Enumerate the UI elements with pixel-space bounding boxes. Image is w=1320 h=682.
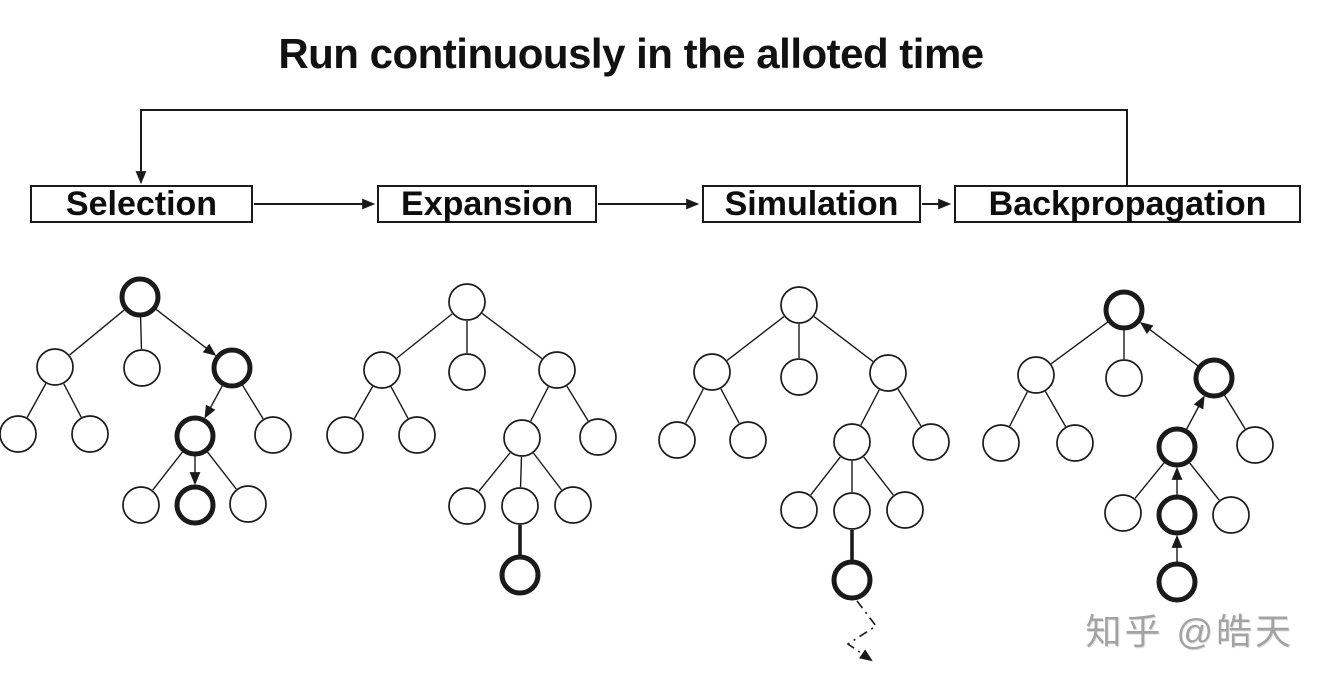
tree-node-c1b bbox=[833, 492, 871, 530]
step-label-expansion: Expansion bbox=[401, 185, 573, 223]
tree-simulation bbox=[658, 286, 950, 662]
step-box-simulation: Simulation bbox=[702, 185, 921, 223]
tree-edge-a-a2 bbox=[63, 383, 82, 418]
tree-edge-c-c2 bbox=[897, 388, 922, 427]
tree-node-c1 bbox=[503, 419, 541, 457]
tree-node-b bbox=[123, 349, 161, 387]
tree-node-c1a bbox=[780, 491, 818, 529]
tree-node-a bbox=[1017, 356, 1055, 394]
tree-node-root bbox=[448, 283, 486, 321]
tree-edge-c1-c1a bbox=[810, 456, 841, 496]
tree-edge-a-a1 bbox=[26, 383, 47, 418]
step-label-backpropagation: Backpropagation bbox=[988, 185, 1267, 223]
step-label-selection: Selection bbox=[65, 185, 218, 223]
tree-node-c1 bbox=[833, 423, 871, 461]
tree-node-a1 bbox=[0, 415, 37, 453]
tree-node-b bbox=[780, 358, 818, 396]
step-box-backpropagation: Backpropagation bbox=[954, 185, 1301, 223]
tree-node-c1a bbox=[122, 486, 160, 524]
tree-edge-root-c bbox=[481, 312, 543, 360]
tree-node-c1-highlighted bbox=[174, 415, 216, 457]
tree-edge-c-c1 bbox=[860, 389, 880, 426]
tree-edge-c1-c1c bbox=[863, 456, 894, 496]
tree-node-a2 bbox=[1056, 424, 1094, 462]
tree-node-c1c bbox=[554, 486, 592, 524]
tree-node-c1a bbox=[1104, 494, 1142, 532]
tree-edge-root-c bbox=[154, 308, 217, 356]
tree-edge-c1-c1c bbox=[206, 450, 237, 490]
tree-edge-root-c bbox=[813, 315, 874, 363]
diagram-title: Run continuously in the alloted time bbox=[278, 30, 984, 77]
tree-node-a2 bbox=[71, 415, 109, 453]
tree-expansion bbox=[326, 283, 617, 596]
tree-node-c-highlighted bbox=[211, 347, 253, 389]
tree-edge-a-a1 bbox=[353, 386, 374, 419]
tree-node-c1-highlighted bbox=[1156, 426, 1198, 468]
tree-edge-c-c2 bbox=[241, 383, 264, 420]
tree-node-a bbox=[36, 348, 74, 386]
tree-node-c1b-highlighted bbox=[1156, 494, 1198, 536]
tree-node-c2 bbox=[1236, 426, 1274, 464]
step-box-expansion: Expansion bbox=[377, 185, 597, 223]
tree-node-a2 bbox=[729, 421, 767, 459]
tree-node-c1c bbox=[886, 491, 924, 529]
tree-node-d-highlighted bbox=[1156, 561, 1198, 603]
tree-edge-root-a bbox=[1050, 320, 1110, 365]
tree-node-b bbox=[448, 353, 486, 391]
tree-node-c bbox=[538, 351, 576, 389]
tree-node-d-highlighted bbox=[831, 559, 873, 601]
tree-edge-root-a bbox=[69, 308, 126, 356]
tree-node-a bbox=[693, 353, 731, 391]
tree-edge-c1-c1c bbox=[532, 452, 563, 491]
tree-node-c2 bbox=[254, 416, 292, 454]
tree-node-d-highlighted bbox=[499, 554, 541, 596]
connector-loop-back-to-selection bbox=[135, 109, 1128, 185]
tree-backpropagation bbox=[982, 289, 1274, 603]
tree-selection bbox=[0, 276, 292, 526]
tree-edge-c1-c1a bbox=[152, 450, 184, 491]
tree-node-c1c bbox=[1212, 496, 1250, 534]
tree-edge-a-a2 bbox=[390, 386, 409, 419]
tree-node-c1b-highlighted bbox=[174, 484, 216, 526]
tree-edge-c1-c1a bbox=[1134, 461, 1166, 499]
tree-edge-c-c1 bbox=[204, 384, 224, 419]
tree-node-root-highlighted bbox=[1103, 289, 1145, 331]
tree-node-a2 bbox=[398, 416, 436, 454]
tree-edge-root-a bbox=[396, 313, 453, 359]
tree-edge-a-a2 bbox=[720, 388, 740, 424]
tree-edge-c-c2 bbox=[1223, 393, 1246, 430]
tree-node-a bbox=[363, 351, 401, 389]
tree-node-c1a bbox=[448, 487, 486, 525]
tree-node-c1c bbox=[229, 485, 267, 523]
tree-node-a1 bbox=[658, 421, 696, 459]
tree-node-root-highlighted bbox=[119, 276, 161, 318]
tree-edge-c-c2 bbox=[566, 385, 589, 422]
tree-edge-c1-c1c bbox=[1188, 461, 1220, 501]
watermark: 知乎 @皓天 bbox=[1085, 611, 1294, 652]
tree-node-b bbox=[1105, 359, 1143, 397]
tree-node-a1 bbox=[982, 424, 1020, 462]
tree-node-a1 bbox=[326, 416, 364, 454]
tree-edge-a-a1 bbox=[1009, 391, 1028, 427]
tree-edge-c1-c1a bbox=[478, 452, 511, 492]
tree-node-c-highlighted bbox=[1193, 357, 1235, 399]
tree-node-c bbox=[869, 354, 907, 392]
step-box-selection: Selection bbox=[30, 185, 253, 223]
tree-edge-a-a1 bbox=[685, 388, 704, 424]
tree-edge-a-a2 bbox=[1044, 391, 1067, 427]
rollout-zigzag-arrow bbox=[846, 600, 878, 662]
step-label-simulation: Simulation bbox=[724, 185, 899, 223]
tree-edge-c1-c1b bbox=[519, 456, 523, 488]
tree-edge-root-b bbox=[139, 315, 143, 350]
tree-edge-c1-c bbox=[1185, 395, 1205, 431]
tree-node-root bbox=[780, 286, 818, 324]
tree-node-c2 bbox=[912, 423, 950, 461]
tree-node-c1b bbox=[501, 487, 539, 525]
tree-edge-c-c1 bbox=[530, 386, 549, 422]
tree-node-c2 bbox=[579, 418, 617, 456]
tree-edge-c-root bbox=[1139, 321, 1200, 368]
tree-edge-root-a bbox=[726, 316, 785, 361]
